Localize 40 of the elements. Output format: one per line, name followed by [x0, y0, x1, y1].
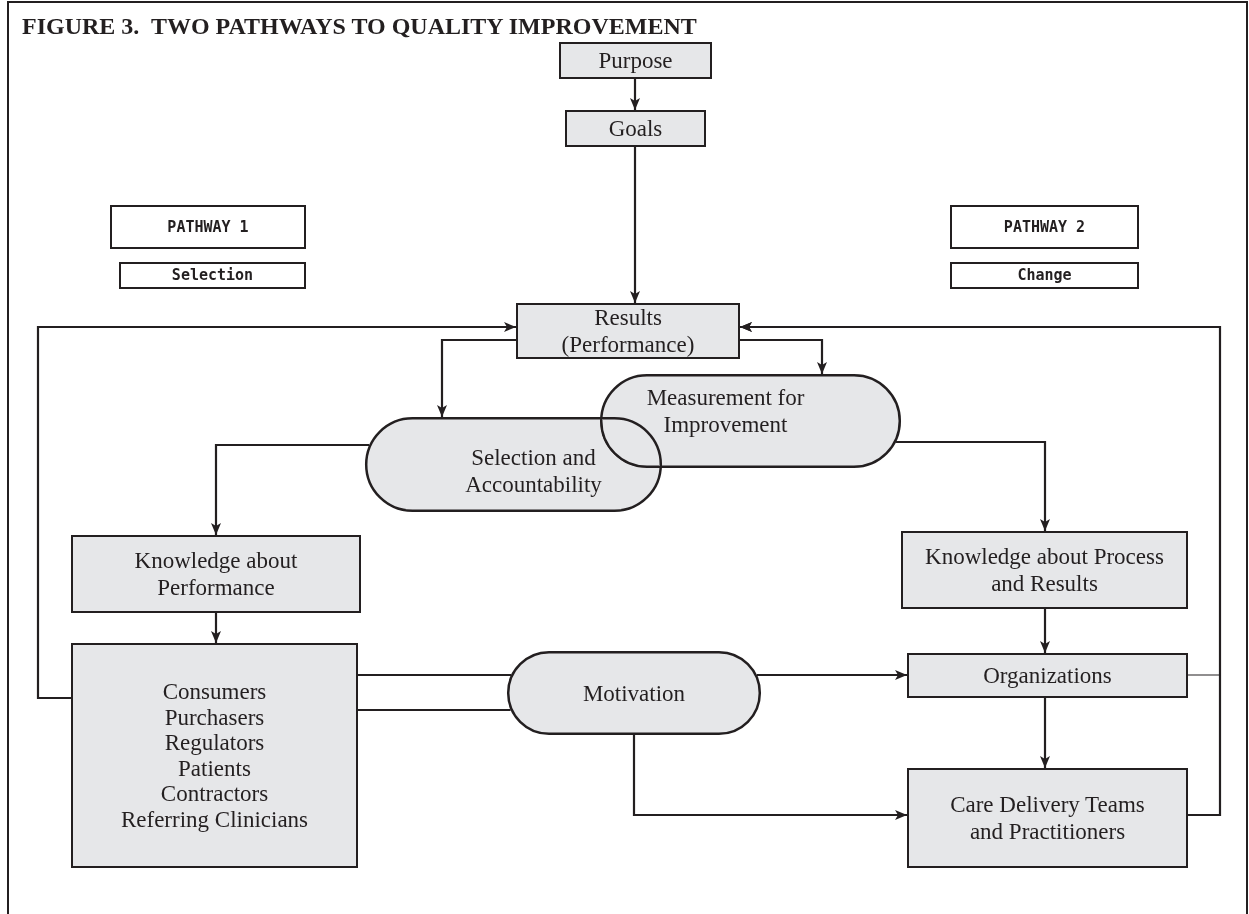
label-box: PATHWAY 2	[950, 205, 1139, 249]
label-box: Change	[950, 262, 1139, 289]
arrow	[630, 79, 640, 110]
process-box: Goals	[565, 110, 706, 147]
label-box: PATHWAY 1	[110, 205, 306, 249]
arrow	[896, 440, 1050, 531]
arrow	[630, 147, 640, 303]
process-box: Knowledge about Performance	[71, 535, 361, 613]
figure-title: FIGURE 3. TWO PATHWAYS TO QUALITY IMPROVEMENT	[22, 12, 697, 40]
process-box: Knowledge about Process and Results	[901, 531, 1188, 609]
arrow	[437, 338, 516, 417]
rounded-node	[600, 374, 901, 468]
node-text: Consumers	[162, 679, 267, 705]
arrow	[1040, 609, 1050, 653]
rounded-node	[507, 651, 761, 735]
node-text: Regulators	[164, 730, 265, 756]
node-text: Selection and Accountability	[464, 443, 603, 498]
arrow	[36, 322, 516, 700]
process-box: Organizations	[907, 653, 1188, 698]
node-text: Purchasers	[164, 704, 265, 730]
process-box	[71, 643, 358, 868]
arrow	[632, 735, 907, 820]
node-text: Contractors	[160, 781, 269, 807]
node-text: Patients	[178, 755, 251, 781]
connector-line	[358, 673, 512, 677]
label-box: Selection	[119, 262, 306, 289]
arrow	[739, 322, 1221, 676]
node-text: Referring Clinicians	[120, 806, 309, 832]
arrow	[1040, 698, 1050, 768]
connector-line	[358, 708, 511, 712]
node-text: Measurement for Improvement	[645, 384, 806, 438]
node-text: Motivation	[582, 679, 686, 707]
arrow	[211, 443, 370, 535]
arrow	[740, 338, 827, 374]
process-box: Results (Performance)	[516, 303, 740, 359]
rounded-node	[365, 417, 662, 512]
arrow	[211, 613, 221, 643]
arrow	[756, 670, 907, 680]
process-box: Purpose	[559, 42, 712, 79]
process-box: Care Delivery Teams and Practitioners	[907, 768, 1188, 868]
